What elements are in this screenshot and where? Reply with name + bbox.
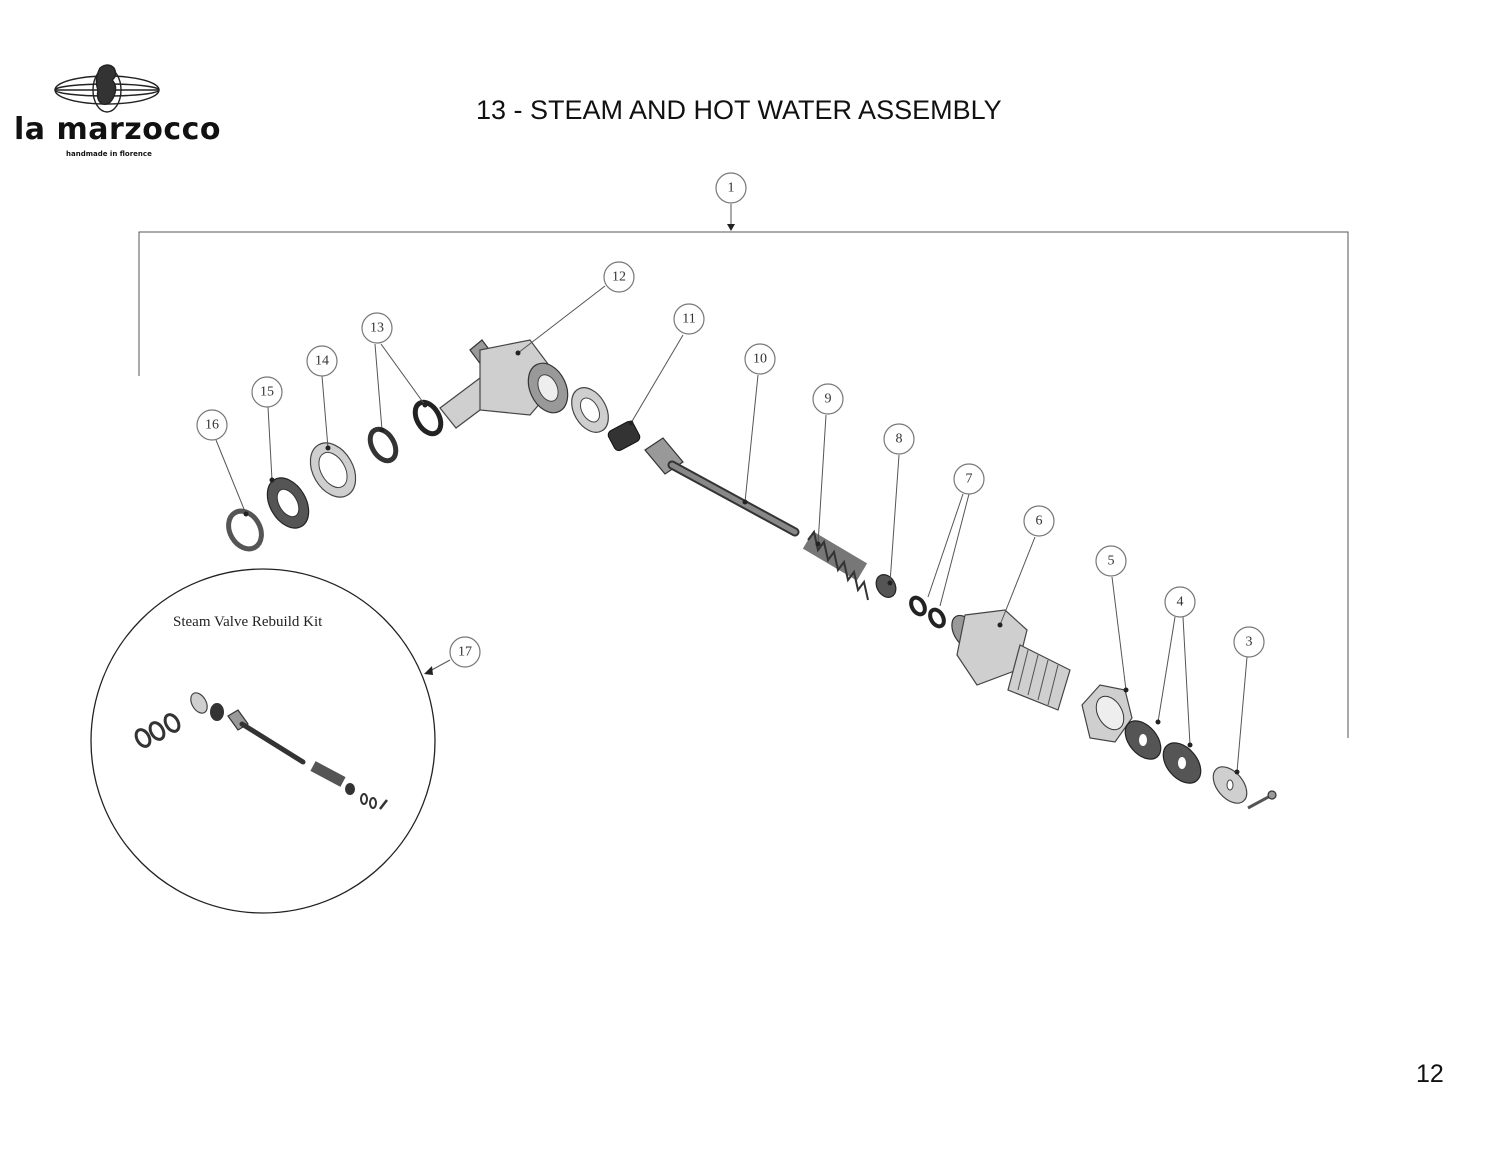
part-12-valve-body	[439, 339, 569, 429]
part-10-stem	[644, 437, 800, 537]
callout-14: 14	[306, 345, 338, 377]
kit-label: Steam Valve Rebuild Kit	[173, 614, 323, 630]
callout-15: 15	[251, 376, 283, 408]
svg-text:15: 15	[260, 385, 274, 400]
callout-16: 16	[196, 409, 228, 441]
part-screw	[1247, 790, 1277, 810]
svg-text:4: 4	[1177, 595, 1184, 610]
callout-9: 9	[812, 383, 844, 415]
callout-17: 17	[449, 636, 481, 668]
part-6-threaded-body	[951, 609, 1071, 711]
part-7-o-rings	[909, 595, 946, 629]
callout-11: 11	[673, 303, 705, 335]
part-13-o-rings	[367, 399, 444, 464]
svg-text:11: 11	[682, 312, 695, 327]
svg-text:1: 1	[728, 181, 735, 196]
callout-4: 4	[1164, 586, 1196, 618]
assembly-bracket	[138, 204, 1349, 738]
part-8-bushing	[875, 574, 897, 598]
svg-text:17: 17	[458, 645, 472, 660]
callout-10: 10	[744, 343, 776, 375]
callout-5: 5	[1095, 545, 1127, 577]
brand-name: la marzocco	[14, 112, 222, 147]
part-15-washer	[266, 477, 310, 529]
svg-text:12: 12	[612, 270, 626, 285]
svg-text:5: 5	[1108, 554, 1115, 569]
part-gasket	[571, 387, 609, 433]
callout-12: 12	[603, 261, 635, 293]
callout-6: 6	[1023, 505, 1055, 537]
globe-lion-emblem-icon	[54, 64, 160, 113]
callout-8: 8	[883, 423, 915, 455]
page-number: 12	[1416, 1060, 1444, 1088]
la-marzocco-logo	[54, 64, 160, 113]
part-5-hex-nut	[1081, 684, 1133, 743]
svg-text:14: 14	[315, 354, 329, 369]
part-11-seal	[607, 420, 641, 452]
leader-lines	[215, 285, 1248, 773]
kit-parts	[134, 692, 388, 810]
callout-7: 7	[953, 463, 985, 495]
svg-text:7: 7	[966, 472, 973, 487]
part-3-washer	[1212, 766, 1248, 804]
svg-text:16: 16	[205, 418, 219, 433]
part-4-washers	[1124, 720, 1202, 784]
svg-text:9: 9	[825, 392, 832, 407]
part-16-circlip	[226, 508, 264, 552]
callout-3: 3	[1233, 626, 1265, 658]
part-14-ring-nut	[309, 442, 357, 498]
svg-text:3: 3	[1246, 635, 1253, 650]
page-title: 13 - STEAM AND HOT WATER ASSEMBLY	[476, 95, 1002, 125]
svg-text:6: 6	[1036, 514, 1043, 529]
svg-text:8: 8	[896, 432, 903, 447]
brand-tagline: handmade in florence	[66, 150, 152, 158]
svg-text:10: 10	[753, 352, 767, 367]
svg-text:13: 13	[370, 321, 384, 336]
callout-13: 13	[361, 312, 393, 344]
rebuild-kit-inset: Steam Valve Rebuild Kit 17	[90, 568, 481, 914]
callout-1: 1	[715, 172, 747, 204]
leader-dots	[243, 350, 1240, 775]
